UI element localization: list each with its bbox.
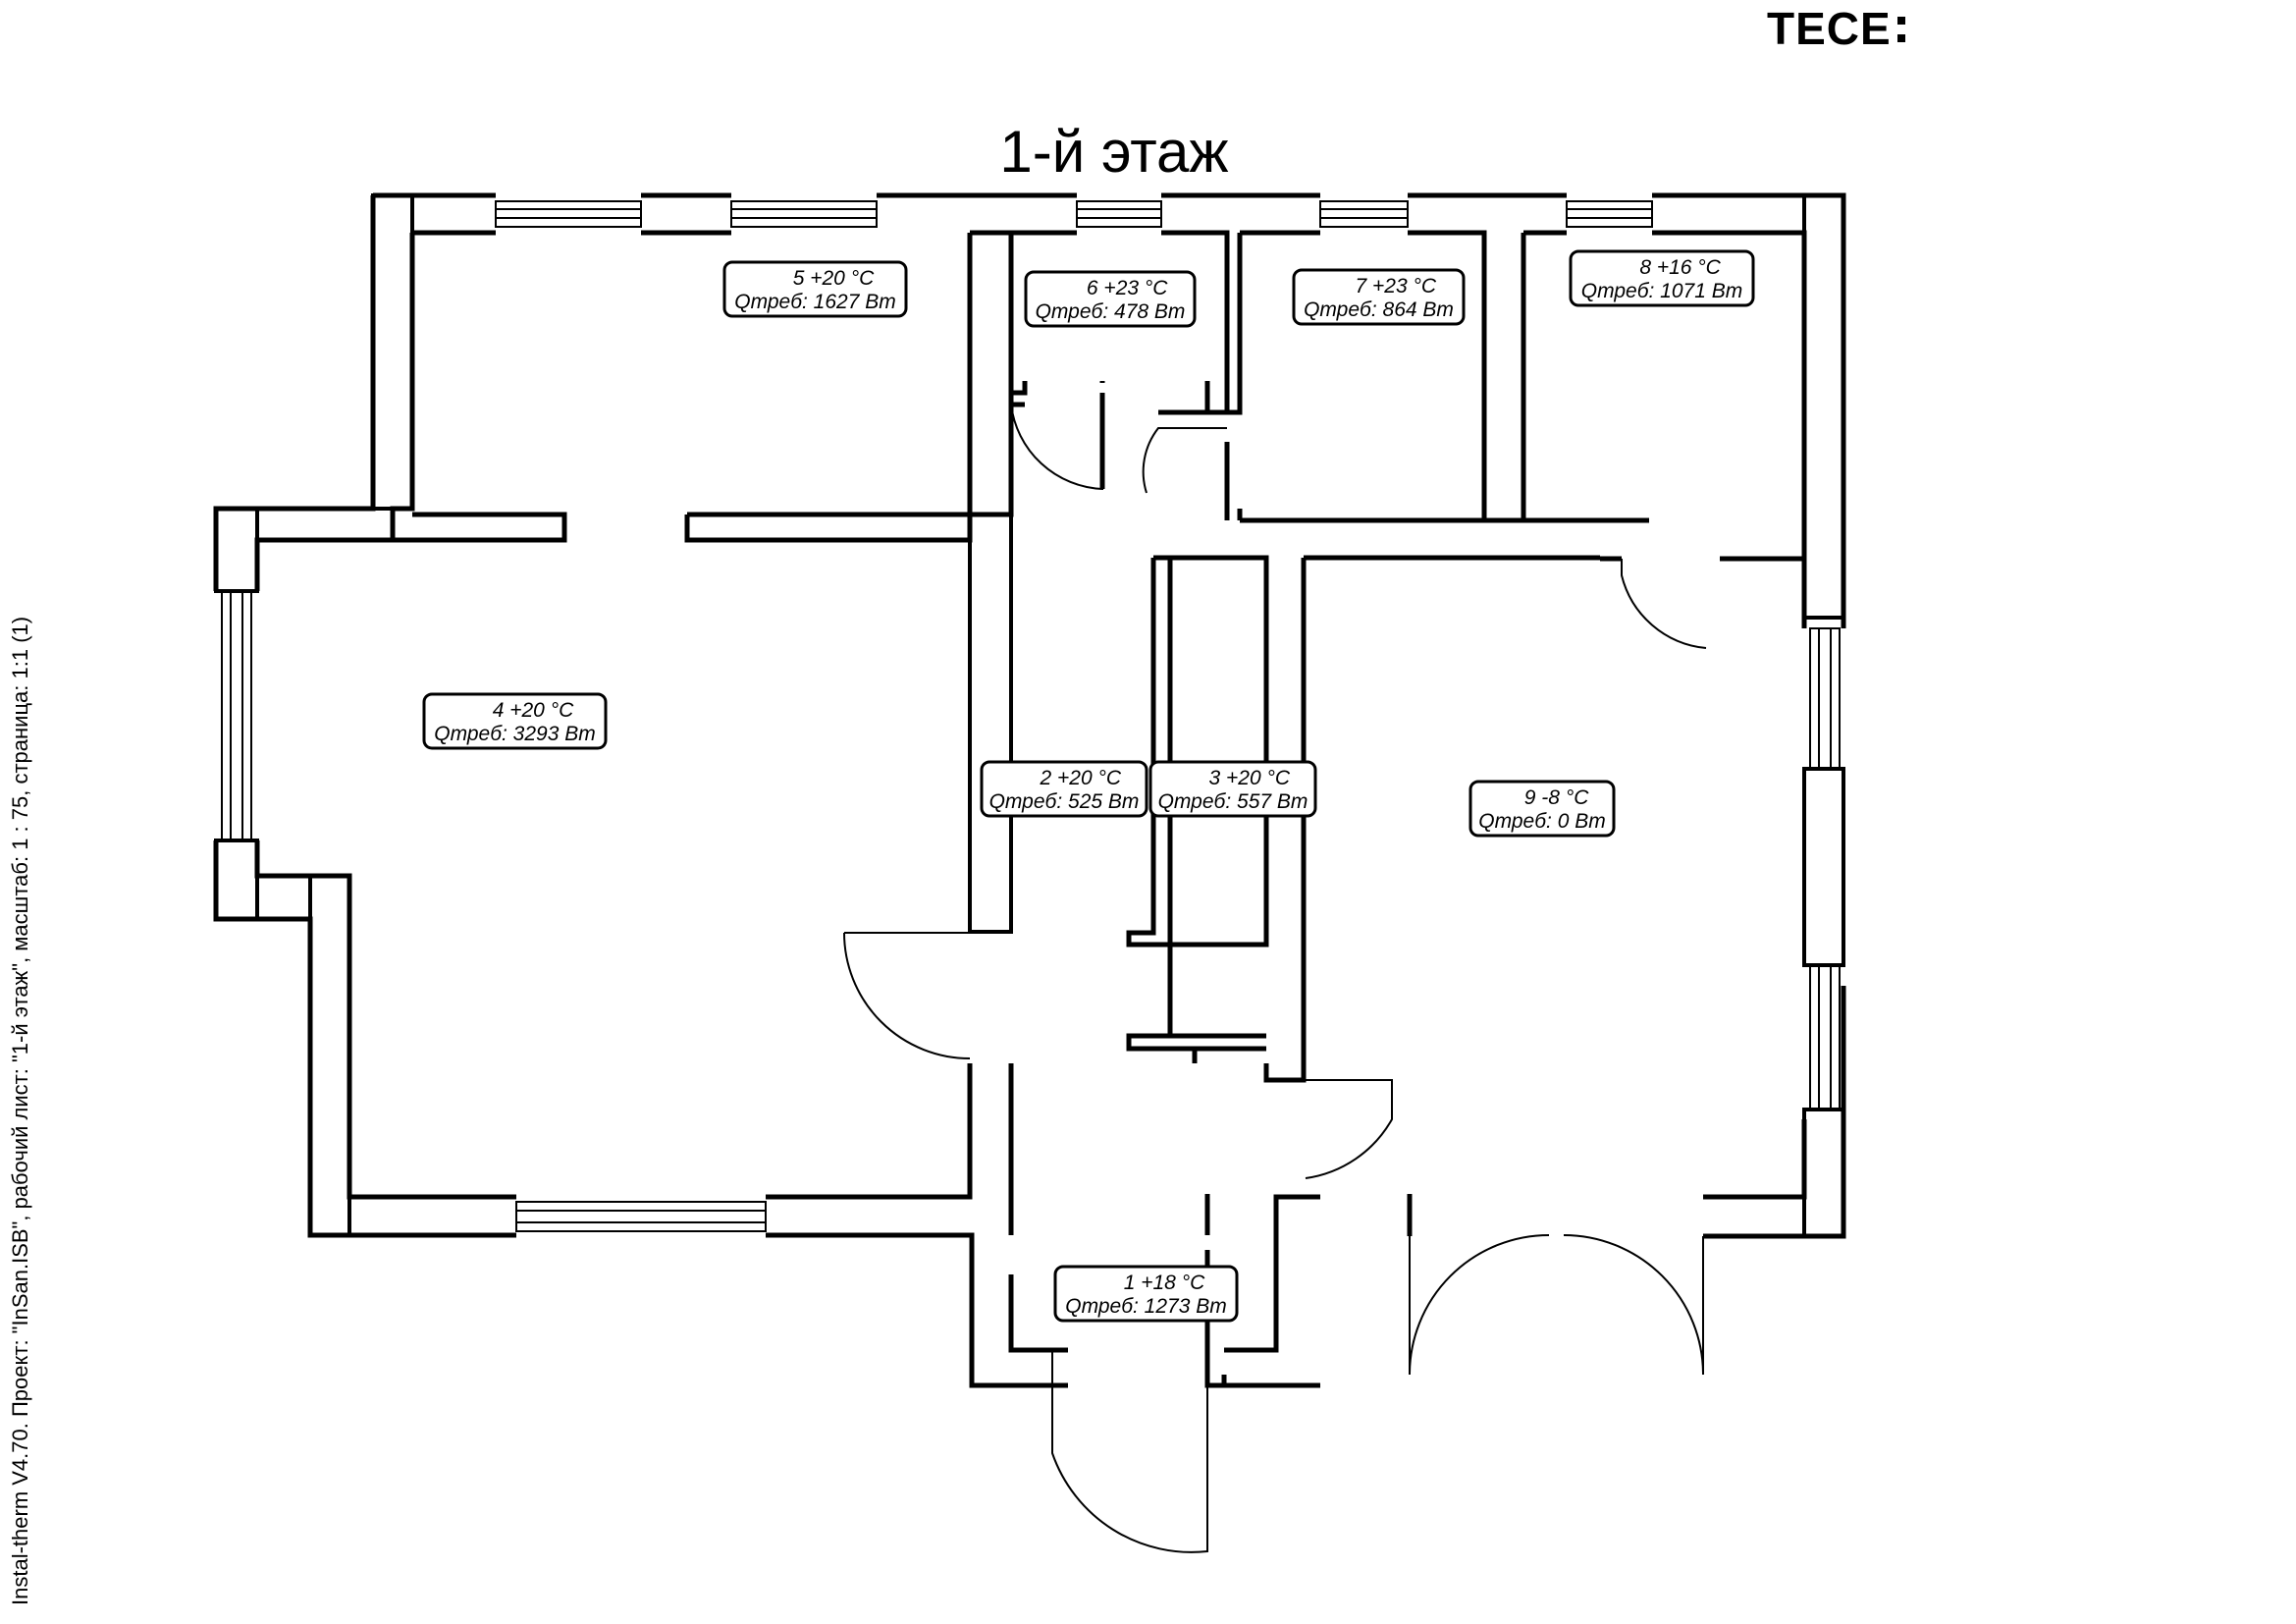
window [1076,200,1162,228]
door-swing [1304,1079,1393,1179]
side-caption: Instal-therm V4.70. Проект: "InSan.ISB",… [8,616,32,1605]
room-temperature: 2 +20 °C [1040,767,1122,789]
room-heat-demand: Qтреб: 0 Вт [1478,810,1605,833]
room-heat-demand: Qтреб: 557 Вт [1158,790,1308,813]
room-heat-demand: Qтреб: 478 Вт [1036,300,1186,323]
window [515,1201,767,1232]
tece-logo: TECE [1767,2,1905,55]
room-label-box [422,692,608,750]
room-heat-demand: Qтреб: 1627 Вт [734,291,895,313]
wall-block [308,874,351,1237]
door-swing [1051,1350,1208,1553]
window [1566,200,1653,228]
room-temperature: 4 +20 °C [493,699,574,722]
logo-text: TECE [1767,3,1892,54]
door-swing [1563,1234,1704,1376]
room-label-box [1468,780,1616,838]
room-label-box [1292,268,1466,326]
room-temperature: 5 +20 °C [793,267,875,290]
wall-block [214,839,259,921]
room-heat-demand: Qтреб: 1071 Вт [1581,280,1742,302]
wall-block [1802,193,1845,620]
room-heat-demand: Qтреб: 864 Вт [1304,298,1454,321]
window [1809,627,1841,770]
room-temperature: 1 +18 °C [1124,1272,1205,1294]
door-swing [1409,1234,1550,1376]
room-label-box [1569,249,1755,307]
room-label-box [722,260,908,318]
room-temperature: 3 +20 °C [1209,767,1291,789]
window [495,200,642,228]
door-swing [1142,427,1227,494]
window [221,590,252,841]
room-heat-demand: Qтреб: 1273 Вт [1065,1295,1226,1318]
room-label-box [1024,270,1197,328]
room-label-box [980,760,1148,818]
wall-block [1802,1108,1845,1238]
window [1809,964,1841,1110]
room-label-box [1148,760,1317,818]
wall-block [968,513,1013,934]
room-label-box [1053,1265,1239,1323]
room-temperature: 6 +23 °C [1087,277,1168,299]
wall-block [371,193,414,511]
door-swing [1010,393,1103,491]
logo-dots-icon [1896,13,1905,42]
wall-block [214,507,259,593]
floor-title: 1-й этаж [999,119,1228,185]
window [730,200,878,228]
door-swing [843,932,971,1059]
room-temperature: 9 -8 °C [1524,786,1589,809]
door-swing [1621,559,1707,649]
wall-block [1802,767,1845,967]
room-heat-demand: Qтреб: 3293 Вт [434,723,595,745]
window [1319,200,1409,228]
room-temperature: 8 +16 °C [1639,256,1721,279]
room-temperature: 7 +23 °C [1356,275,1437,298]
room-heat-demand: Qтреб: 525 Вт [989,790,1140,813]
